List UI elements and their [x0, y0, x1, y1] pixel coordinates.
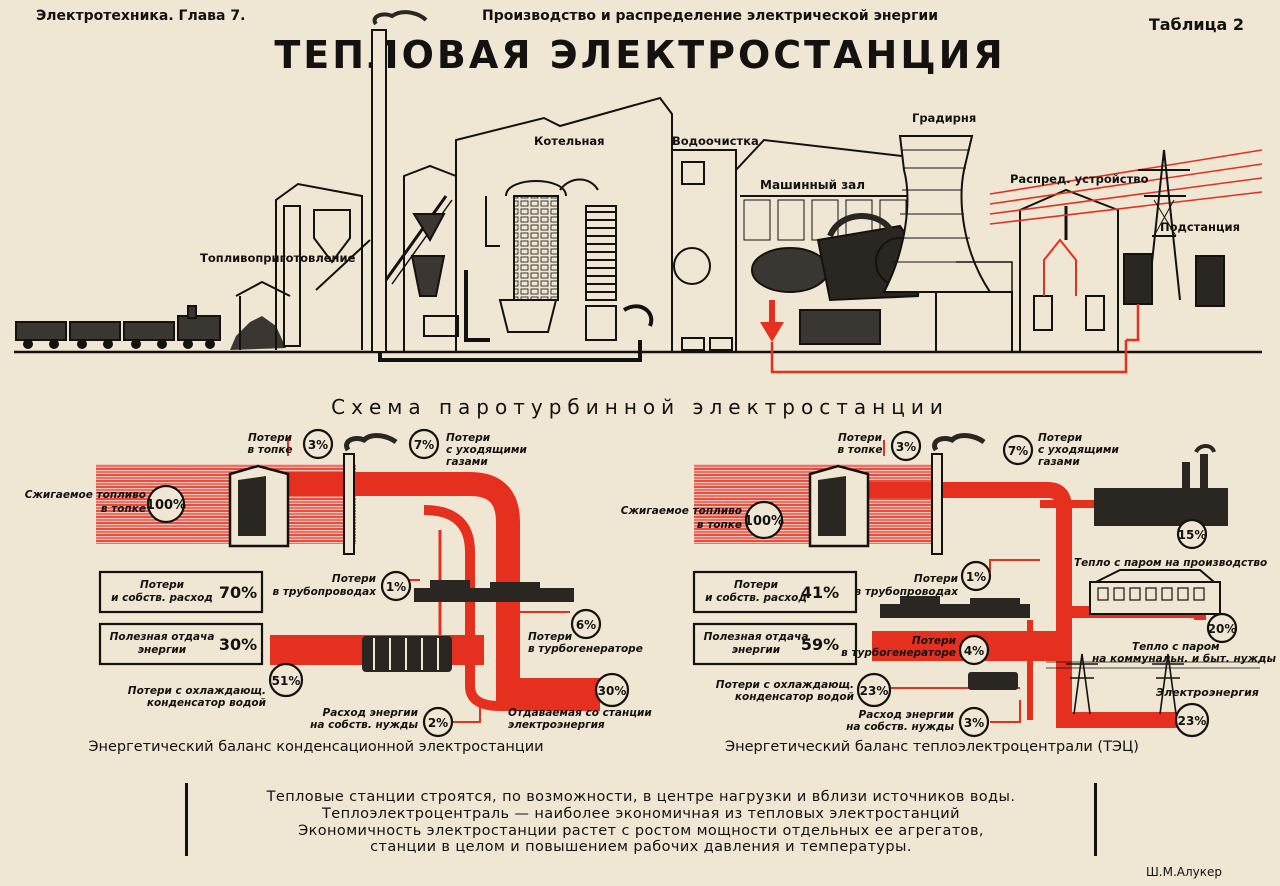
pct-heat-prod: 15%	[1178, 528, 1207, 542]
table-number: Таблица 2	[1149, 15, 1244, 34]
pct-loss-own: 70%	[219, 583, 257, 602]
chapter-label: Электротехника. Глава 7.	[36, 8, 245, 24]
locomotive-icon	[15, 305, 221, 349]
chimney-icon	[931, 433, 986, 555]
pct-loss-furnace: 3%	[896, 440, 916, 454]
turbine-icon	[880, 596, 1030, 618]
label-loss-cond: Потери с охлаждающ.конденсатор водой	[128, 685, 267, 709]
scheme-title: Схема паротурбинной электростанции	[331, 395, 949, 419]
pct-fuel: 100%	[146, 498, 186, 513]
pct-useful: 59%	[801, 635, 839, 654]
pylon-icon	[1046, 653, 1260, 715]
pct-useful: 30%	[219, 635, 257, 654]
label-fuel-prep: Топливоприготовление	[200, 251, 356, 265]
label-boiler: Котельная	[534, 134, 605, 148]
footer-line: Теплоэлектроцентраль — наиболее экономич…	[322, 806, 960, 822]
pct-loss-pipes: 1%	[966, 570, 986, 584]
page-title: ТЕПЛОВАЯ ЭЛЕКТРОСТАНЦИЯ	[274, 33, 1005, 77]
pct-loss-gas: 7%	[1008, 444, 1028, 458]
label-cooling: Градирня	[912, 111, 976, 125]
factory-icon	[1094, 444, 1228, 526]
label-machine-hall: Машинный зал	[760, 178, 865, 192]
pct-loss-gas: 7%	[414, 438, 434, 452]
furnace-icon	[808, 464, 870, 548]
plant-illustration	[14, 10, 1263, 374]
label-electricity: Электроэнергия	[1156, 686, 1259, 699]
caption-tec: Энергетический баланс теплоэлектроцентра…	[725, 739, 1139, 755]
label-water: Водоочистка	[672, 134, 759, 148]
furnace-icon	[228, 464, 290, 548]
footer-line: станции в целом и повышением рабочих дав…	[370, 839, 912, 855]
pct-output: 30%	[598, 684, 627, 698]
building-icon	[1089, 569, 1221, 615]
caption-condensing: Энергетический баланс конденсационной эл…	[88, 739, 543, 755]
pylon-icon	[1138, 149, 1190, 301]
chimney-icon	[343, 433, 398, 555]
pct-loss-furnace: 3%	[308, 438, 328, 452]
footer-note: Тепловые станции строятся, по возможност…	[185, 783, 1097, 856]
label-distribution: Распред. устройство	[1010, 172, 1149, 186]
pct-loss-pipes: 1%	[386, 580, 406, 594]
condenser-icon	[362, 636, 452, 672]
header: Электротехника. Глава 7. Производство и …	[36, 8, 1244, 77]
label-heat-prod: Тепло с паром на производство	[1074, 557, 1267, 569]
pct-loss-turbo: 4%	[964, 644, 984, 658]
footer-line: Экономичность электростанции растет с ро…	[298, 823, 984, 839]
sankey-condensing: 100% 3% 7% 1% 6% 51% 2% 30% 70% 30% Поте…	[25, 428, 652, 755]
label-loss-cond: Потери с охлаждающ.конденсатор водой	[716, 679, 855, 703]
pct-own-needs: 2%	[428, 716, 448, 730]
pct-own-needs: 3%	[964, 716, 984, 730]
pct-loss-cond: 51%	[272, 674, 301, 688]
sankey-tec: 100% 3% 7% 1% 4% 23% 3% 15% 20% 23% 41% …	[621, 430, 1277, 755]
turbine-icon	[414, 580, 574, 602]
pct-electricity: 23%	[1178, 714, 1207, 728]
pct-loss-own: 41%	[801, 583, 839, 602]
footer-line: Тепловые станции строятся, по возможност…	[266, 789, 1016, 805]
subtitle: Производство и распределение электрическ…	[482, 8, 938, 24]
label-substation: Подстанция	[1160, 220, 1240, 234]
pct-fuel: 100%	[744, 514, 784, 529]
condenser-icon	[968, 672, 1018, 690]
pct-loss-cond: 23%	[860, 684, 889, 698]
pct-heat-home: 20%	[1208, 622, 1237, 636]
cooling-tower-icon	[882, 135, 992, 293]
plant-labels: Топливоприготовление Котельная Водоочист…	[200, 111, 1240, 419]
author-signature: Ш.М.Алукер	[1146, 865, 1222, 879]
pct-loss-turbo: 6%	[576, 618, 596, 632]
